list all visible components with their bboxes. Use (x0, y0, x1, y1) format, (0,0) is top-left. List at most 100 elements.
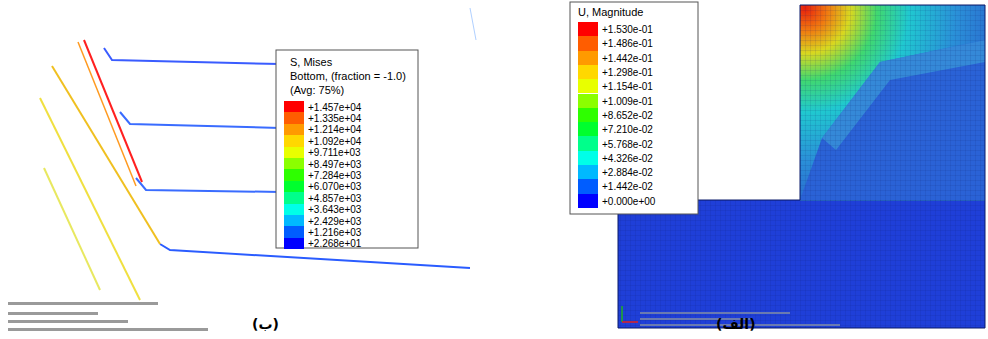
lower-block (618, 200, 985, 328)
legend-value: +1.298e-01 (602, 67, 653, 78)
legend-value: +1.457e+04 (308, 101, 361, 112)
legend-value: +4.326e-02 (602, 152, 653, 163)
legend-row: +1.457e+04 (284, 101, 389, 112)
legend-swatch (578, 179, 598, 193)
legend-value: +2.884e-02 (602, 167, 653, 178)
info-text-bar (8, 302, 158, 305)
legend-swatch (578, 151, 598, 165)
legend-swatch (578, 108, 598, 122)
legend-swatch (578, 94, 598, 108)
legend-row: +6.070e+03 (284, 181, 389, 192)
legend-row: +1.154e-01 (578, 79, 683, 93)
shell-edge (78, 42, 136, 186)
legend-swatch (578, 165, 598, 179)
legend-swatch (578, 194, 598, 208)
legend-row: +8.497e+03 (284, 158, 389, 169)
legend-row: +2.268e+01 (284, 238, 389, 249)
legend-swatch (284, 124, 304, 135)
shell-edge (136, 178, 280, 192)
legend-row: +4.857e+03 (284, 192, 389, 203)
shell-edge (44, 168, 100, 290)
legend-row: +7.284e+03 (284, 169, 389, 180)
legend-value: +1.530e-01 (602, 24, 653, 35)
legend-value: +9.711e+03 (308, 147, 361, 158)
axis-triad (622, 306, 638, 322)
legend-swatch (284, 135, 304, 146)
upper-block (800, 5, 985, 201)
info-text-bar (8, 328, 208, 331)
legend-swatch (284, 158, 304, 169)
legend-swatch (284, 112, 304, 123)
legend-row: +1.092e+04 (284, 135, 389, 146)
legend-value: +3.643e+03 (308, 204, 361, 215)
legend-row: +1.009e-01 (578, 94, 683, 108)
legend-row: +1.216e+03 (284, 226, 389, 237)
legend-row: +8.652e-02 (578, 108, 683, 122)
legend-title: (Avg: 75%) (290, 84, 344, 97)
legend-row: +1.214e+04 (284, 124, 389, 135)
legend-row: +1.486e-01 (578, 36, 683, 50)
legend-value: +1.216e+03 (308, 227, 361, 238)
legend-swatch (578, 22, 598, 36)
legend-row: +1.298e-01 (578, 65, 683, 79)
shell-edge (40, 98, 140, 300)
legend-value: +2.268e+01 (308, 238, 361, 249)
legend-swatch (578, 36, 598, 50)
legend-value: +4.857e+03 (308, 192, 361, 203)
legend-row: +3.643e+03 (284, 204, 389, 215)
legend-frame (276, 50, 418, 248)
legend-value: +7.210e-02 (602, 124, 653, 135)
legend-title: S, Mises (290, 56, 332, 69)
shell-edge (104, 48, 280, 64)
legend-swatch (284, 181, 304, 192)
legend-row: +1.530e-01 (578, 22, 683, 36)
shell-edge (120, 112, 280, 128)
legend-value: +1.442e-02 (602, 181, 653, 192)
legend-swatch (284, 169, 304, 180)
legend-value: +8.497e+03 (308, 158, 361, 169)
legend-value: +1.009e-01 (602, 95, 653, 106)
legend-value: +7.284e+03 (308, 170, 361, 181)
legend-value: +1.092e+04 (308, 135, 361, 146)
legend-title: Bottom, (fraction = -1.0) (290, 70, 406, 83)
legend-value: +0.000e+00 (602, 195, 655, 206)
legend-swatch (284, 192, 304, 203)
shell-edge (470, 8, 476, 40)
legend-value: +5.768e-02 (602, 138, 653, 149)
legend-row: +1.442e-02 (578, 179, 683, 193)
legend-row: +9.711e+03 (284, 147, 389, 158)
panel-label: (الف) (716, 316, 756, 332)
legend-swatch (284, 147, 304, 158)
legend-swatch (284, 101, 304, 112)
legend-swatch (284, 204, 304, 215)
legend-row: +1.335e+04 (284, 112, 389, 123)
legend-value: +1.486e-01 (602, 38, 653, 49)
legend-swatch (284, 226, 304, 237)
legend-value: +1.154e-01 (602, 81, 653, 92)
legend-swatch (284, 238, 304, 249)
legend-value: +8.652e-02 (602, 109, 653, 120)
legend-swatch (578, 51, 598, 65)
axis-y (621, 306, 623, 322)
info-text-bar (8, 312, 98, 315)
legend-frame (570, 2, 698, 214)
legend-swatch (578, 79, 598, 93)
legend-value: +1.214e+04 (308, 124, 361, 135)
legend-swatch (578, 122, 598, 136)
legend-row: +4.326e-02 (578, 151, 683, 165)
info-text-bar (640, 312, 790, 314)
legend-value: +1.442e-01 (602, 52, 653, 63)
panel-label: (ب) (252, 316, 279, 332)
legend-value: +6.070e+03 (308, 181, 361, 192)
shell-edge (84, 40, 142, 182)
legend-row: +5.768e-02 (578, 136, 683, 150)
legend-swatch (284, 215, 304, 226)
axis-x (622, 321, 638, 323)
legend-row: +1.442e-01 (578, 51, 683, 65)
legend-row: +0.000e+00 (578, 194, 683, 208)
mesh-grid (800, 5, 985, 201)
mesh-grid (618, 200, 985, 328)
legend-value: +1.335e+04 (308, 113, 361, 124)
legend-row: +2.429e+03 (284, 215, 389, 226)
